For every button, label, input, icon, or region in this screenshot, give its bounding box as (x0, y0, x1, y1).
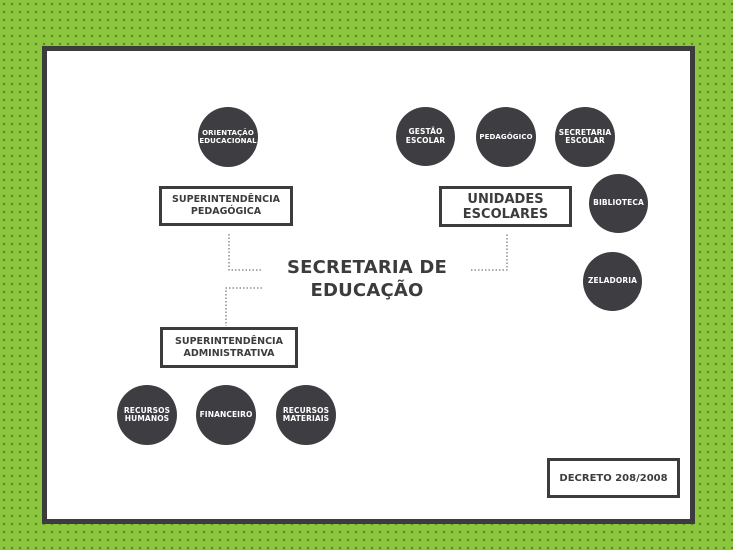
decreto-label: DECRETO 208/2008 (559, 472, 668, 484)
recursos-humanos-label: RECURSOS HUMANOS (123, 405, 171, 423)
secretaria-escolar-circle: SECRETARIA ESCOLAR (555, 107, 615, 167)
biblioteca-circle: BIBLIOTECA (589, 174, 648, 233)
orientacao-educacional-label: ORIENTAÇÃO EDUCACIONAL (199, 128, 257, 146)
superintendencia-pedagogica-label: SUPERINTENDÊNCIA PEDAGÓGICA (172, 194, 280, 217)
financeiro-label: FINANCEIRO (199, 409, 253, 419)
page-title: SECRETARIA DE EDUCAÇÃO (272, 256, 462, 302)
zeladoria-label: ZELADORIA (587, 276, 638, 286)
recursos-humanos-circle: RECURSOS HUMANOS (117, 385, 177, 445)
pedagogico-label: PEDAGÓGICO (479, 132, 533, 141)
zeladoria-circle: ZELADORIA (583, 252, 642, 311)
unidades-escolares-box: UNIDADES ESCOLARES (439, 186, 572, 227)
unidades-escolares-label: UNIDADES ESCOLARES (462, 191, 549, 222)
orientacao-educacional-circle: ORIENTAÇÃO EDUCACIONAL (198, 107, 258, 167)
title-line-1: SECRETARIA DE (286, 257, 448, 278)
title-line-2: EDUCAÇÃO (310, 280, 424, 301)
biblioteca-label: BIBLIOTECA (593, 198, 644, 208)
secretaria-escolar-label: SECRETARIA ESCOLAR (558, 127, 612, 145)
pedagogico-circle: PEDAGÓGICO (476, 107, 536, 167)
recursos-materiais-circle: RECURSOS MATERIAIS (276, 385, 336, 445)
superintendencia-administrativa-label: SUPERINTENDÊNCIA ADMINISTRATIVA (175, 335, 283, 359)
gestao-escolar-circle: GESTÃO ESCOLAR (396, 107, 455, 166)
gestao-escolar-label: GESTÃO ESCOLAR (405, 127, 446, 145)
recursos-materiais-label: RECURSOS MATERIAIS (282, 405, 330, 423)
financeiro-circle: FINANCEIRO (196, 385, 256, 445)
superintendencia-pedagogica-box: SUPERINTENDÊNCIA PEDAGÓGICA (159, 186, 293, 226)
decreto-box: DECRETO 208/2008 (547, 458, 680, 498)
superintendencia-administrativa-box: SUPERINTENDÊNCIA ADMINISTRATIVA (160, 327, 298, 368)
